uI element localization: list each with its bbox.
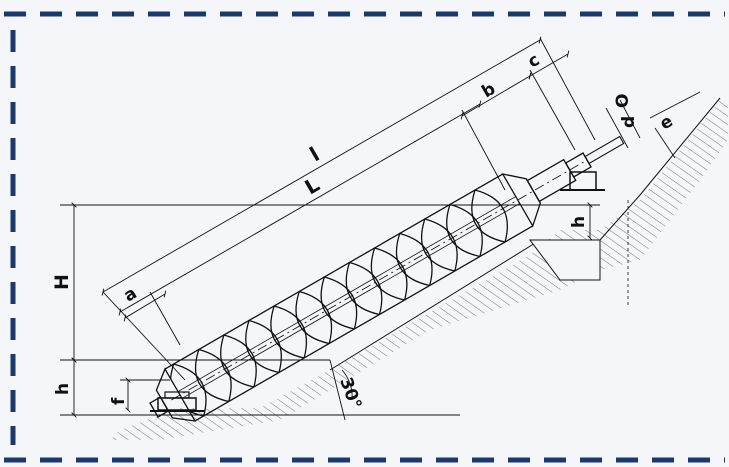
screw-flight [220,334,257,388]
label-h-upper: h [569,216,589,228]
label-l: l [306,142,324,166]
label-b: b [479,79,500,102]
dimension-lines [60,38,701,421]
label-d: d [619,116,639,128]
label-L: L [301,172,324,199]
dashed-border [4,11,725,463]
lower-support [150,391,205,412]
screw-flight [245,319,282,374]
screw-flight [194,348,232,403]
label-f: f [109,397,129,405]
label-angle: 30° [335,375,365,412]
label-a: a [121,283,141,306]
upper-support [560,171,605,191]
label-H: H [51,274,73,290]
label-od-symbol: O [613,94,633,108]
label-e: e [657,111,677,134]
label-c: c [525,50,544,72]
label-h-lower: h [53,383,73,395]
